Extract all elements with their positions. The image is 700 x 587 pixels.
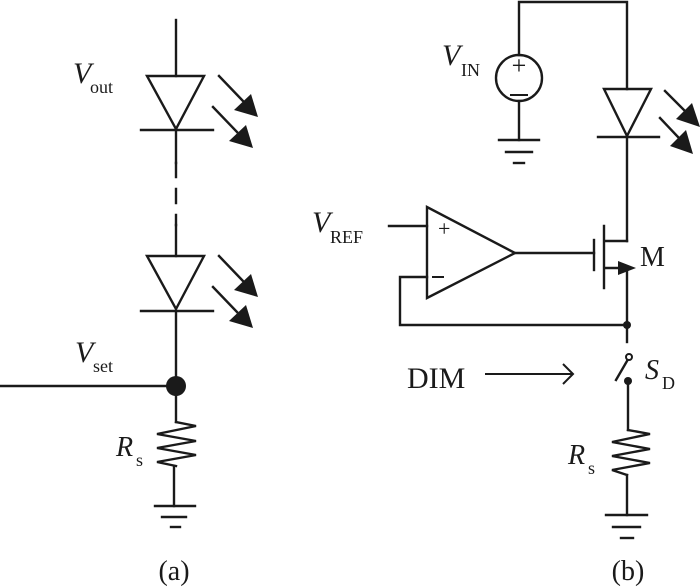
mosfet-label: M [640,242,665,273]
vref-label-main: V [312,206,334,239]
vin-label-sub: IN [461,60,480,80]
dim-label: DIM [407,362,465,395]
vref-label-sub: REF [330,227,363,247]
opamp-icon: + [425,205,518,300]
mosfet-m-icon [592,224,636,327]
switch-label-main: S [645,355,659,386]
rs-b-label-sub: s [588,458,595,478]
opamp-plus-sign: + [438,216,450,241]
switch-sd-icon [614,353,633,385]
rs-a-label-main: R [115,432,133,463]
led-1-icon [139,74,258,148]
dim-arrow-icon [485,363,575,385]
caption-a: (a) [158,556,189,587]
panel-b: + M [312,0,700,587]
vin-label-main: V [442,39,464,72]
switch-label-sub: D [662,373,675,393]
ground-a-icon [153,504,197,529]
vout-label-sub: out [90,77,113,97]
rs-a-label-sub: s [136,450,143,470]
resistor-rs-b-icon [611,428,651,477]
vout-label-main: V [73,57,95,90]
source-plus-sign: + [512,51,527,80]
feedback-wire [398,275,629,327]
voltage-source-vin-icon: + [494,51,544,103]
caption-b: (b) [612,556,645,587]
led-2-icon [139,254,258,328]
ground-vin-icon [497,138,541,165]
vset-label-sub: set [93,356,113,376]
resistor-rs-a-icon [156,420,197,468]
vset-label-main: V [75,336,97,369]
ground-b-icon [604,513,649,540]
led-b-icon [596,87,700,154]
supply-wire [517,0,629,91]
rs-b-label-main: R [567,440,585,471]
panel-a: V out V set R s (a) [0,18,258,587]
